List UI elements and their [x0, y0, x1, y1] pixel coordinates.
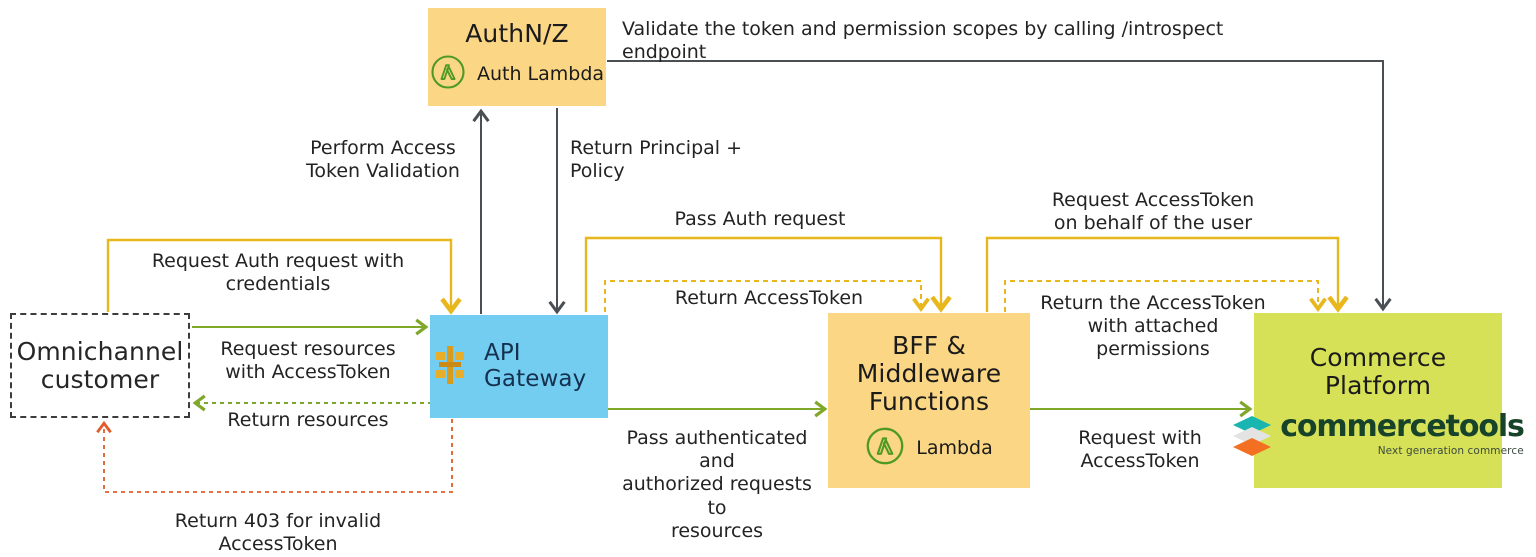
edge-label-request-auth-credentials: Request Auth request with credentials [151, 250, 405, 296]
node-bff-middleware-title: BFF & Middleware Functions [856, 330, 1002, 416]
edge-request-access-token-behalf [985, 236, 1349, 313]
edge-label-request-access-token-behalf: Request AccessToken on behalf of the use… [1051, 189, 1255, 235]
node-bff-middleware[interactable]: BFF & Middleware Functions Lambda [828, 313, 1030, 488]
edge-label-return-principal: Return Principal + Policy [570, 137, 743, 183]
edge-label-request-resources: Request resources with AccessToken [220, 338, 396, 384]
node-commerce-platform[interactable]: Commerce Platform commercetools Next gen… [1233, 313, 1525, 488]
auth-lambda-row: Auth Lambda [430, 54, 604, 94]
node-commerce-platform-title: Commerce Platform [1309, 343, 1447, 400]
node-api-gateway-title: API Gateway [484, 339, 587, 392]
aws-lambda-icon [865, 426, 905, 470]
bff-lambda-label: Lambda [916, 436, 993, 459]
edge-label-perform-validation: Perform Access Token Validation [306, 137, 460, 183]
node-api-gateway[interactable]: API Gateway [430, 315, 608, 418]
edge-label-return-resources: Return resources [227, 409, 389, 431]
commercetools-wordmark: commercetools Next generation commerce [1280, 409, 1525, 458]
edge-label-return-403: Return 403 for invalid AccessToken [174, 510, 382, 556]
auth-lambda-label: Auth Lambda [476, 63, 605, 85]
node-omnichannel-customer-title: Omnichannel customer [16, 336, 184, 394]
commercetools-logo: commercetools Next generation commerce [1232, 409, 1525, 458]
aws-api-gateway-icon [430, 343, 470, 391]
commercetools-tagline: Next generation commerce [1377, 445, 1524, 457]
bff-lambda-row: Lambda [865, 426, 993, 470]
commercetools-mark-icon [1232, 415, 1272, 456]
commercetools-name: commercetools [1280, 409, 1525, 444]
edge-label-pass-authenticated: Pass authenticated and authorized reques… [622, 427, 812, 542]
node-omnichannel-customer[interactable]: Omnichannel customer [10, 313, 190, 418]
edge-return-access-token [604, 280, 930, 312]
aws-lambda-icon [430, 54, 466, 94]
edge-request-auth-credentials [106, 238, 462, 315]
edge-label-return-access-token: Return AccessToken [674, 287, 864, 309]
edge-validate-token [607, 60, 1392, 312]
node-authn-authz-title: AuthN/Z [465, 19, 569, 48]
edge-label-request-with-access-token: Request with AccessToken [1078, 427, 1202, 473]
edge-label-validate-token: Validate the token and permission scopes… [622, 18, 1224, 64]
node-authn-authz[interactable]: AuthN/Z Auth Lambda [428, 8, 606, 106]
edge-label-return-access-token-permissions: Return the AccessToken with attached per… [1040, 292, 1266, 361]
edge-label-pass-auth-request: Pass Auth request [674, 208, 846, 230]
edge-pass-auth-request [584, 236, 952, 313]
